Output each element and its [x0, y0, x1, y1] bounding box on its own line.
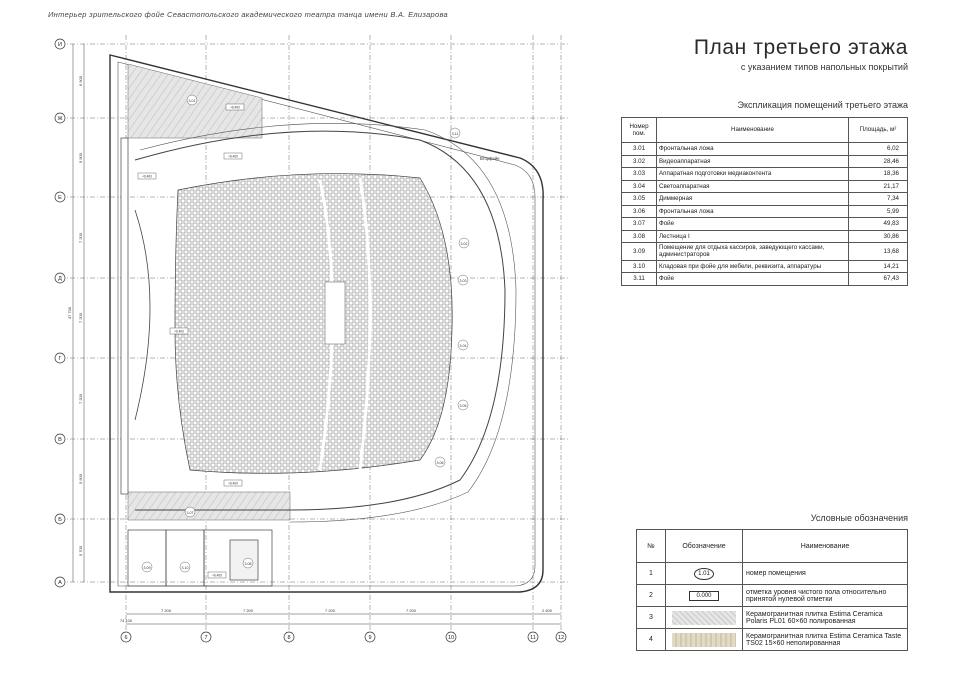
- row-dim: 7 200: [78, 393, 83, 404]
- room-tag: 3.08: [245, 562, 252, 566]
- row-dim: 7 200: [78, 312, 83, 323]
- row-axis-label: А: [58, 580, 62, 586]
- room-tag: 3.09: [144, 566, 151, 570]
- foyer-arc: [134, 130, 506, 511]
- room-tag: 3.02: [461, 242, 468, 246]
- col-axis-label: 11: [530, 635, 536, 641]
- row-axis-label: Б: [58, 517, 62, 523]
- col-header-name: Наименование: [656, 117, 849, 143]
- level-mark: +6.400: [228, 482, 238, 486]
- total-height-dim: 47 700: [67, 306, 72, 319]
- col-dim: 7 200: [406, 608, 417, 613]
- control-booth: [324, 281, 346, 345]
- level-mark: +6.400: [142, 175, 152, 179]
- room-tag: 3.04: [460, 344, 467, 348]
- row-dim: 7 200: [78, 232, 83, 243]
- col-dim: 7 200: [325, 608, 336, 613]
- col-header-area: Площадь, м²: [848, 117, 908, 143]
- room-tag: 3.07: [187, 511, 194, 515]
- col-axis-label: 12: [558, 635, 564, 641]
- room-tag: 3.03: [460, 279, 467, 283]
- room-tag: 3.05: [460, 404, 467, 408]
- row-axis-label: Д: [58, 276, 62, 282]
- col-dim: 7 200: [243, 608, 254, 613]
- row-axis-label: И: [58, 42, 62, 48]
- col-axis-label: 8: [287, 635, 290, 641]
- col-axis-label: 6: [124, 635, 127, 641]
- col-dim: 2 400: [542, 608, 553, 613]
- wood-hatch-swatch: [672, 632, 736, 647]
- marble-hatch-swatch: [672, 610, 736, 625]
- legend-header-n: №: [636, 529, 666, 563]
- col-axis-label: 9: [368, 635, 371, 641]
- header-note: Интерьер зрительского фойе Севастопольск…: [48, 10, 449, 19]
- legend-header-name: Наименование: [742, 529, 908, 563]
- stage-edge: [134, 209, 151, 421]
- total-width-dim: 74 100: [120, 618, 133, 623]
- level-mark: +6.400: [174, 330, 184, 334]
- explication-table: Номер пом. Наименование Площадь, м² 3.01…: [621, 117, 908, 286]
- legend-table: № Обозначение Наименование 1 1.01 номер …: [636, 529, 908, 651]
- col-dim: 7 200: [161, 608, 172, 613]
- col-axis-label: 7: [204, 635, 207, 641]
- room-tag: 3.11: [452, 132, 459, 136]
- legend-row: 4 Керамогранитная плитка Estima Ceramica…: [636, 628, 908, 651]
- level-mark: +6.400: [228, 155, 238, 159]
- auditorium-seating: [174, 173, 453, 474]
- room-label: Вторфойе: [480, 156, 500, 161]
- level-mark: +6.400: [230, 106, 240, 110]
- row-axis-markers: [54, 38, 66, 588]
- legend-row: 3 Керамогранитная плитка Estima Ceramica…: [636, 606, 908, 629]
- page-title: План третьего этажа: [693, 36, 908, 59]
- marble-floor-zone: [127, 491, 291, 521]
- page-subtitle: с указанием типов напольных покрытий: [740, 62, 908, 72]
- row-dim: 5 700: [78, 545, 83, 556]
- room-tag: 3.10: [182, 566, 189, 570]
- col-header-number: Номер пом.: [621, 117, 657, 143]
- level-mark-symbol: 0.000: [689, 590, 719, 601]
- row-dim: 5 900: [78, 152, 83, 163]
- row-dim: 6 900: [78, 75, 83, 86]
- row-axis-label: Г: [59, 356, 62, 362]
- legend-row: 2 0.000 отметка уровня чистого пола отно…: [636, 584, 908, 607]
- row-axis-label: Ж: [57, 116, 62, 122]
- legend-title: Условные обозначения: [810, 513, 908, 523]
- legend-header-symbol: Обозначение: [665, 529, 743, 563]
- explication-title: Экспликация помещений третьего этажа: [737, 100, 908, 110]
- col-axis-label: 10: [448, 635, 454, 641]
- room-number-symbol: 1.01: [694, 567, 714, 580]
- floor-plan: И Ж Е Д Г В Б А 6 7 8 9 10 11 12 6 900 5…: [54, 35, 570, 643]
- legend-row: 1 1.01 номер помещения: [636, 562, 908, 585]
- col-axis-markers: [120, 631, 567, 643]
- row-axis-label: В: [58, 437, 62, 443]
- row-dim: 5 900: [78, 473, 83, 484]
- level-mark: +6.400: [212, 574, 222, 578]
- dimension-lines: [72, 44, 561, 625]
- building-outline: [109, 54, 544, 593]
- lower-rooms: [127, 529, 273, 587]
- row-axis-label: Е: [58, 195, 62, 201]
- room-tag: 3.06: [437, 461, 444, 465]
- room-tag: 3.01: [189, 99, 196, 103]
